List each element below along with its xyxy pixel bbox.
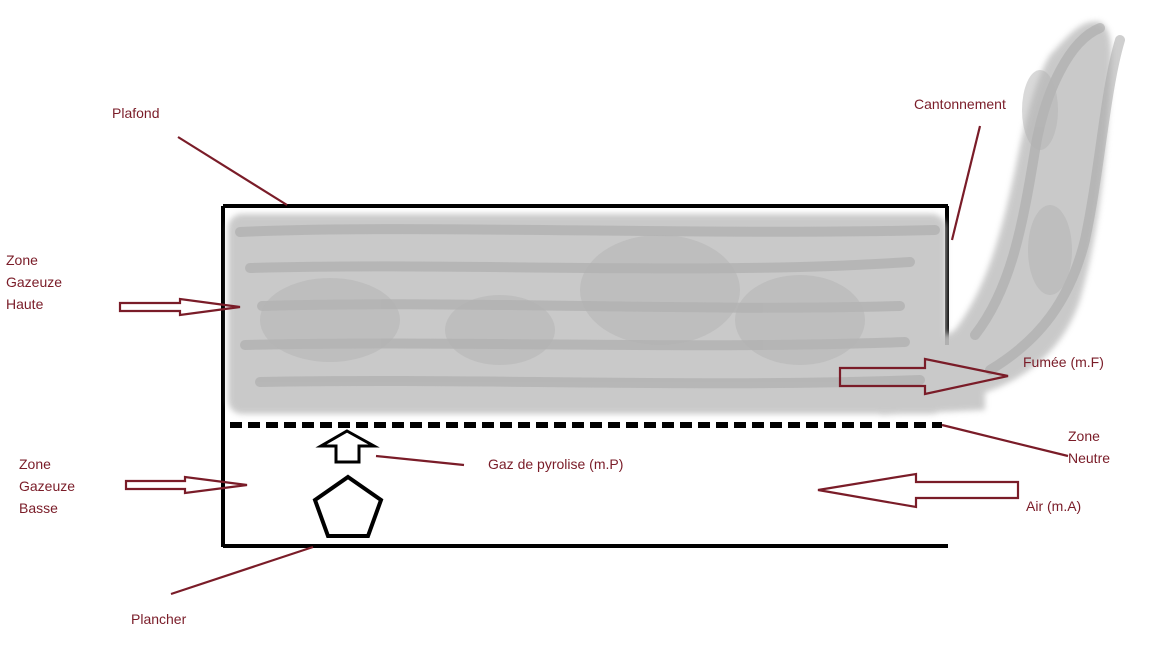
leader-gaz [376,456,464,465]
label-gaz-pyrolise: Gaz de pyrolise (m.P) [488,456,623,472]
label-fumee: Fumée (m.F) [1023,354,1104,370]
label-zone-basse-3: Basse [19,500,58,516]
up-arrow-icon [321,431,374,462]
label-zone-neutre-1: Zone [1068,428,1100,444]
label-plancher: Plancher [131,611,187,627]
label-zone-haute-1: Zone [6,252,38,268]
arrow-air [818,474,1018,507]
leader-plafond [178,137,287,205]
label-plafond: Plafond [112,105,159,121]
leader-cantonnement [952,126,980,240]
leader-plancher [171,547,313,594]
label-cantonnement: Cantonnement [914,96,1006,112]
label-zone-haute-3: Haute [6,296,44,312]
label-zone-neutre-2: Neutre [1068,450,1110,466]
label-air: Air (m.A) [1026,498,1081,514]
label-zone-basse-1: Zone [19,456,51,472]
leader-zone-neutre [942,425,1068,456]
pentagon-icon [315,477,381,536]
label-zone-basse-2: Gazeuze [19,478,75,494]
arrow-zone-basse [126,477,247,493]
label-zone-haute-2: Gazeuze [6,274,62,290]
